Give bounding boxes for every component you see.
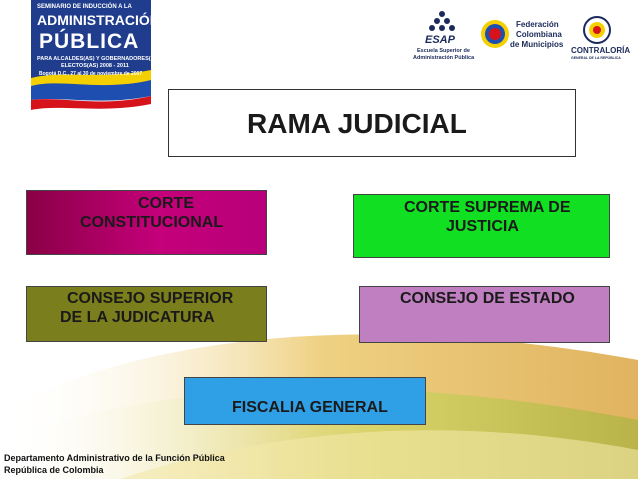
contraloria-name: CONTRALORÍA — [571, 46, 631, 55]
box-corte-suprema: CORTE SUPREMA DE JUSTICIA — [353, 194, 610, 258]
fcm-line1: Federación — [516, 20, 559, 29]
page-title: RAMA JUDICIAL — [247, 108, 467, 139]
seminario-logo-graphic — [31, 0, 151, 110]
box-corte-constitucional: CORTE CONSTITUCIONAL — [26, 190, 267, 255]
footer: Departamento Administrativo de la Funció… — [4, 452, 225, 476]
contraloria-sub: GENERAL DE LA REPÚBLICA — [571, 56, 621, 60]
seminario-line4: PARA ALCALDES(AS) Y GOBERNADORES(AS) — [37, 56, 161, 62]
seminario-line2: ADMINISTRACIÓN — [37, 12, 160, 28]
box-fiscalia-general: FISCALIA GENERAL — [184, 377, 426, 425]
fcm-line3: de Municipios — [510, 40, 564, 49]
consejo-superior-line2: DE LA JUDICATURA — [60, 309, 215, 326]
footer-country: República de Colombia — [4, 465, 104, 475]
seminario-line5: ELECTOS(AS) 2008 - 2011 — [61, 63, 129, 69]
esap-sub2: Administración Pública — [413, 55, 475, 61]
consejo-superior-line1: CONSEJO SUPERIOR — [67, 290, 234, 307]
esap-sub1: Escuela Superior de — [417, 48, 470, 54]
partner-logos: ESAP Escuela Superior de Administración … — [405, 8, 635, 70]
corte-suprema-line2: JUSTICIA — [446, 218, 519, 235]
partner-logos-graphic — [429, 11, 611, 48]
fiscalia-label: FISCALIA GENERAL — [232, 399, 388, 416]
seminario-logo: SEMINARIO DE INDUCCIÓN A LA ADMINISTRACI… — [31, 0, 160, 112]
esap-name: ESAP — [425, 34, 455, 46]
corte-constitucional-line2: CONSTITUCIONAL — [80, 214, 224, 231]
fcm-line2: Colombiana — [516, 30, 562, 39]
title-box: RAMA JUDICIAL — [168, 89, 576, 157]
box-consejo-superior: CONSEJO SUPERIOR DE LA JUDICATURA — [26, 286, 267, 342]
seminario-line6: Bogotá D.C., 27 al 30 de noviembre de 20… — [39, 71, 143, 77]
seminario-line1: SEMINARIO DE INDUCCIÓN A LA — [37, 4, 132, 10]
box-consejo-estado: CONSEJO DE ESTADO — [359, 286, 610, 343]
footer-department: Departamento Administrativo de la Funció… — [4, 453, 225, 463]
corte-suprema-line1: CORTE SUPREMA DE — [404, 199, 571, 216]
consejo-estado-label: CONSEJO DE ESTADO — [400, 290, 575, 307]
corte-constitucional-line1: CORTE — [138, 195, 194, 212]
seminario-line3: PÚBLICA — [39, 30, 140, 53]
